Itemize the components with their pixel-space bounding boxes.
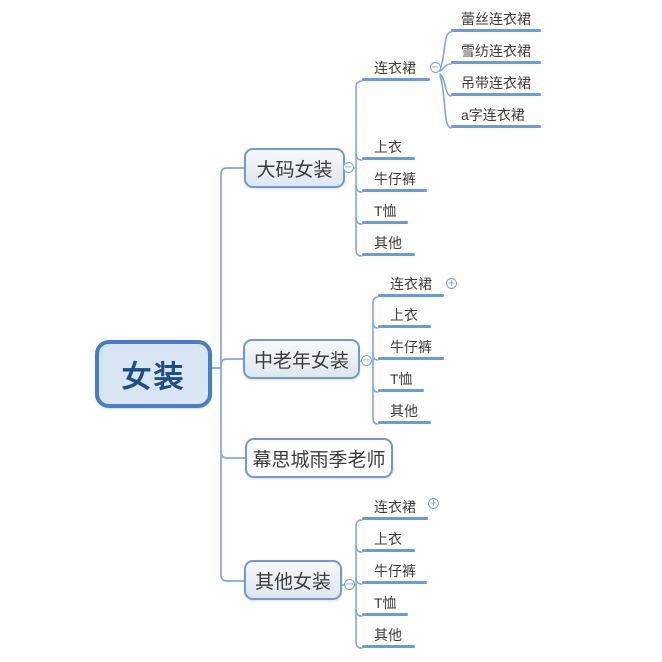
topic-node[interactable]: 连衣裙 [378,276,444,297]
topic-node[interactable]: 连衣裙 [362,60,430,81]
topic-label: 连衣裙 [374,60,416,76]
topic-node[interactable]: a字连衣裙 [451,107,541,128]
collapse-toggle[interactable]: − [430,62,441,73]
topic-label: 其他 [374,235,402,251]
topic-label: 牛仔裤 [390,339,432,355]
topic-label: 其他 [374,627,402,643]
topic-underline [362,549,415,552]
collapse-toggle[interactable]: − [361,355,372,366]
root-node[interactable]: 女装 [95,340,212,408]
topic-underline [451,93,541,96]
topic-node[interactable]: 上衣 [378,307,431,328]
topic-node[interactable]: 牛仔裤 [362,171,427,192]
topic-node[interactable]: T恤 [378,371,424,392]
topic-label: 上衣 [374,139,402,155]
branch-label: 其他女装 [254,571,331,593]
topic-underline [362,157,415,160]
topic-label: 牛仔裤 [374,563,416,579]
topic-node[interactable]: 其他 [362,235,415,256]
topic-underline [362,189,427,192]
branch-label: 幕思城雨季老师 [252,449,386,471]
topic-underline [451,61,541,64]
topic-label: 雪纺连衣裙 [461,43,531,59]
topic-node[interactable]: 其他 [378,403,431,424]
topic-underline [378,325,431,328]
topic-node[interactable]: 牛仔裤 [378,339,444,360]
topic-underline [362,253,415,256]
topic-underline [378,421,431,424]
branch-label: 大码女装 [256,159,333,181]
topic-node[interactable]: T恤 [362,595,408,616]
trunk-connectors [211,167,246,582]
topic-label: T恤 [390,371,413,387]
topic-label: T恤 [374,595,397,611]
topic-node[interactable]: 连衣裙 [362,499,428,520]
minus-icon: − [345,579,354,590]
topic-underline [451,125,541,128]
branch-label: 中老年女装 [253,350,349,372]
collapse-toggle[interactable]: − [344,579,355,590]
topic-underline [362,78,430,81]
topic-node[interactable]: 上衣 [362,531,415,552]
topic-label: 蕾丝连衣裙 [461,11,531,27]
topic-label: 牛仔裤 [374,171,416,187]
minus-icon: − [431,62,440,73]
topic-node[interactable]: T恤 [362,203,408,224]
topic-underline [362,645,415,648]
plus-icon: + [447,278,456,289]
topic-label: 连衣裙 [374,499,416,515]
topic-label: 吊带连衣裙 [461,75,531,91]
topic-label: a字连衣裙 [461,107,525,123]
topic-node[interactable]: 吊带连衣裙 [451,75,541,96]
topic-label: 其他 [390,403,418,419]
topic-underline [362,581,427,584]
topic-label: 上衣 [390,307,418,323]
expand-toggle[interactable]: + [446,278,457,289]
branch-node-zhonglaonian[interactable]: 中老年女装 [243,339,360,379]
collapse-toggle[interactable]: − [343,162,354,173]
topic-label: 连衣裙 [390,276,432,292]
topic-underline [378,389,424,392]
topic-underline [362,221,408,224]
minus-icon: − [344,162,353,173]
branch-node-musicheng[interactable]: 幕思城雨季老师 [245,438,393,478]
branch-node-qita[interactable]: 其他女装 [244,560,342,600]
topic-label: T恤 [374,203,397,219]
topic-node[interactable]: 牛仔裤 [362,563,427,584]
topic-node[interactable]: 蕾丝连衣裙 [451,11,541,32]
topic-underline [362,517,428,520]
topic-underline [378,294,444,297]
topic-node[interactable]: 上衣 [362,139,415,160]
root-node-label: 女装 [121,361,186,394]
topic-underline [362,613,408,616]
plus-icon: + [429,498,438,509]
topic-label: 上衣 [374,531,402,547]
topic-node[interactable]: 其他 [362,627,415,648]
branch-node-dama[interactable]: 大码女装 [244,148,345,188]
topic-node[interactable]: 雪纺连衣裙 [451,43,541,64]
minus-icon: − [362,355,371,366]
topic-underline [378,357,444,360]
topic-underline [451,29,541,32]
expand-toggle[interactable]: + [428,498,439,509]
